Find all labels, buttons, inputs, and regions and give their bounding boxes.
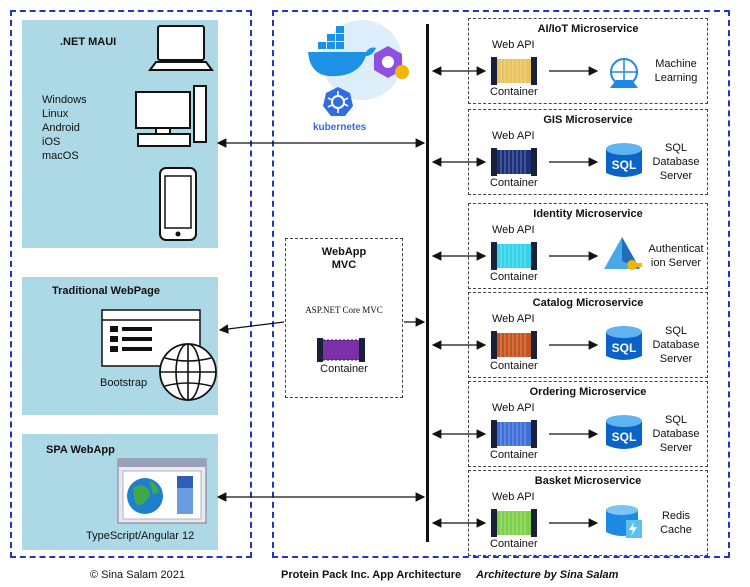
target-label-line: Database — [652, 156, 700, 168]
container-icon — [491, 509, 537, 537]
microservice-connector — [431, 429, 599, 439]
target-label-line: Server — [659, 442, 693, 454]
microservice-connector — [431, 340, 599, 350]
target-label-line: SQL — [664, 414, 687, 426]
platform-item: macOS — [42, 150, 79, 162]
webpage-icon — [101, 309, 201, 367]
microservice-connector — [431, 66, 599, 76]
target-label-line: Server — [659, 170, 693, 182]
web-api-label: Web API — [492, 39, 535, 51]
phone-icon — [159, 167, 197, 241]
spa-caption: TypeScript/Angular 12 — [86, 530, 195, 542]
target-label-line: Database — [652, 428, 700, 440]
maui-title: .NET MAUI — [60, 36, 117, 48]
spa-title: SPA WebApp — [46, 444, 115, 456]
kubernetes-icon — [323, 87, 353, 116]
app-window-icon — [117, 458, 207, 524]
webapp-tech: ASP.NET Core MVC — [305, 305, 383, 315]
backend-frame — [272, 10, 730, 558]
docker-icon — [308, 20, 402, 100]
target-label-line: Learning — [654, 72, 698, 84]
webpage-title: Traditional WebPage — [52, 285, 160, 297]
target-label: Authenticat ion Server — [648, 242, 704, 270]
microservice-title: Basket Microservice — [534, 475, 642, 487]
platform-item: Linux — [42, 108, 69, 120]
webpage-connector — [218, 321, 285, 334]
microservice-connector — [431, 518, 599, 528]
container-label: Container — [490, 271, 538, 283]
target-label-line: SQL — [664, 325, 687, 337]
globe-icon — [159, 343, 217, 401]
svg-text:SQL: SQL — [612, 430, 637, 444]
webapp-container-icon — [317, 338, 365, 362]
identity-pyramid-icon — [604, 237, 642, 270]
cognitive-services-icon — [374, 46, 409, 79]
container-icon — [491, 148, 537, 176]
sql-database-icon: SQL — [606, 326, 642, 360]
svg-text:SQL: SQL — [612, 341, 637, 355]
container-label: Container — [490, 538, 538, 550]
target-label-line: Authenticat — [648, 243, 704, 255]
sql-database-icon: SQL — [606, 143, 642, 177]
web-api-label: Web API — [492, 491, 535, 503]
webapp-title: WebApp — [321, 246, 367, 258]
maui-platform-list: Windows Linux Android iOS macOS — [42, 93, 87, 163]
web-api-label: Web API — [492, 313, 535, 325]
footer-byline: Architecture by Sina Salam — [476, 569, 619, 581]
container-label: Container — [490, 86, 538, 98]
web-api-label: Web API — [492, 402, 535, 414]
svg-text:SQL: SQL — [612, 158, 637, 172]
target-label-line: Cache — [660, 524, 692, 536]
service-bus-line — [426, 24, 429, 542]
container-label: Container — [490, 177, 538, 189]
platform-item: iOS — [42, 136, 61, 148]
container-icon — [491, 57, 537, 85]
clients-frame — [10, 10, 252, 558]
target-label-line: Redis — [661, 510, 691, 522]
kubernetes-label: kubernetes — [313, 122, 367, 133]
footer-title: Protein Pack Inc. App Architecture — [281, 569, 462, 581]
webpage-caption: Bootstrap — [100, 377, 148, 389]
redis-cache-icon — [606, 505, 642, 538]
target-label-line: ion Server — [650, 257, 702, 269]
platform-item: Windows — [42, 94, 87, 106]
footer-copyright: © Sina Salam 2021 — [90, 569, 185, 581]
microservice-title: Catalog Microservice — [532, 297, 644, 309]
webapp-subtitle: MVC — [331, 259, 357, 271]
webapp-container-label: Container — [320, 363, 368, 375]
microservice-connector — [431, 157, 599, 167]
container-icon — [491, 420, 537, 448]
microservice-title: Ordering Microservice — [529, 386, 647, 398]
container-icon — [491, 331, 537, 359]
flask-icon — [610, 58, 638, 88]
target-label-line: Machine — [655, 58, 697, 70]
container-label: Container — [490, 449, 538, 461]
sql-database-icon: SQL — [606, 415, 642, 449]
desktop-icon — [135, 85, 207, 147]
microservice-title: Identity Microservice — [533, 208, 643, 220]
target-label-line: Database — [652, 339, 700, 351]
web-api-label: Web API — [492, 130, 535, 142]
web-api-label: Web API — [492, 224, 535, 236]
laptop-icon — [148, 25, 214, 71]
target-label-line: Server — [659, 353, 693, 365]
microservice-title: GIS Microservice — [543, 114, 633, 126]
webapp-mvc-box — [285, 238, 403, 398]
target-label-line: SQL — [664, 142, 687, 154]
platform-item: Android — [42, 122, 80, 134]
container-label: Container — [490, 360, 538, 372]
microservice-title: AI/IoT Microservice — [537, 23, 639, 35]
container-icon — [491, 242, 537, 270]
microservice-connector — [431, 251, 599, 261]
